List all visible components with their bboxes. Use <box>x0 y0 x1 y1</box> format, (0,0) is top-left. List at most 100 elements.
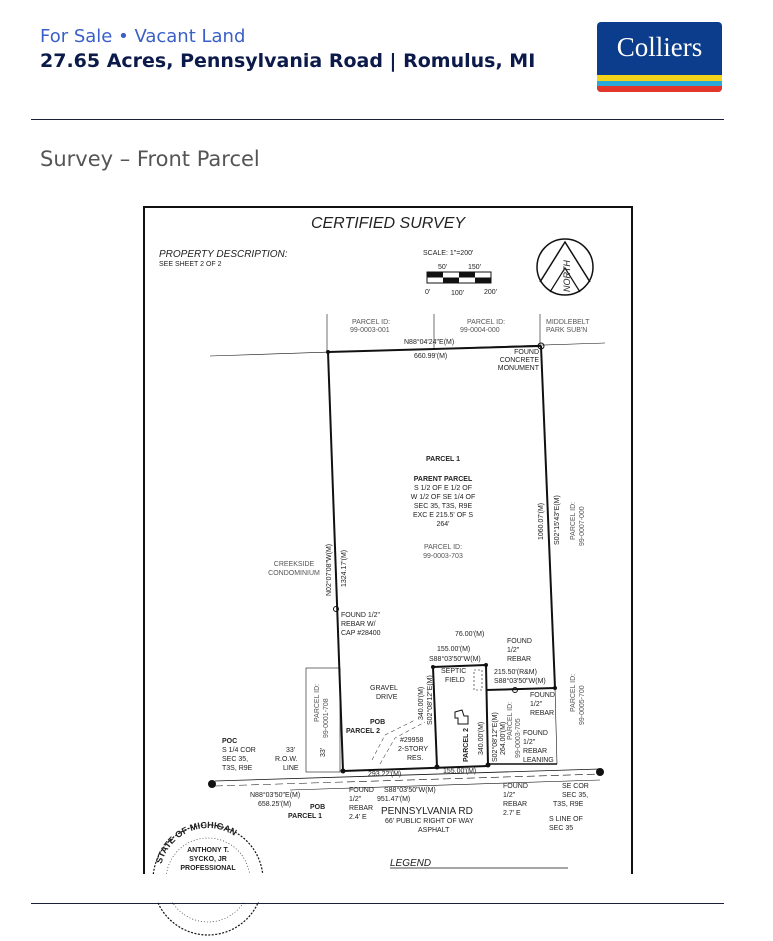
scale-tick: 150' <box>468 264 481 271</box>
survey-label: S02°08'12"E(M) <box>491 712 499 762</box>
survey-label: #29958 <box>400 737 423 744</box>
survey-label: 66' PUBLIC RIGHT OF WAY <box>385 818 474 825</box>
survey-label: FIELD <box>445 677 465 684</box>
survey-label: 340.00'(M) <box>418 687 425 720</box>
seal-text: PROFESSIONAL <box>180 865 236 872</box>
survey-label: PARCEL ID: <box>314 684 321 722</box>
survey-label: 660.99'(M) <box>414 353 447 360</box>
survey-title: CERTIFIED SURVEY <box>311 215 466 232</box>
survey-label: SEC 35, <box>562 792 588 799</box>
survey-label: 658.25'(M) <box>258 801 291 808</box>
survey-label: W 1/2 OF SE 1/4 OF <box>411 494 476 501</box>
survey-label: LEANING <box>523 757 554 764</box>
survey-label: PARCEL ID: <box>570 674 577 712</box>
survey-label: CAP #28400 <box>341 630 381 637</box>
survey-label: 1/2" <box>349 796 362 803</box>
see-sheet-note: SEE SHEET 2 OF 2 <box>159 261 222 268</box>
survey-label: REBAR W/ <box>341 621 376 628</box>
survey-label: S02°08'12"E(M) <box>426 675 434 725</box>
survey-label: 2.7' E <box>503 810 521 817</box>
survey-label: 99-0007-000 <box>579 506 586 546</box>
survey-label: SE COR <box>562 783 589 790</box>
scale-tick: 200' <box>484 289 497 296</box>
survey-label: 264' <box>436 521 449 528</box>
survey-label: RES. <box>407 755 423 762</box>
survey-label: FOUND <box>523 730 548 737</box>
footer-divider <box>31 903 724 904</box>
survey-label: 1324.17'(M) <box>341 550 348 587</box>
survey-label: 99-0003-001 <box>350 327 390 334</box>
scale-tick: 50' <box>438 264 447 271</box>
logo-wordmark: Colliers <box>616 32 703 62</box>
survey-label: 340.00'(M) <box>478 722 485 755</box>
survey-label: S02°15'43"E(M) <box>553 495 561 545</box>
survey-label: FOUND <box>349 787 374 794</box>
survey-label: 155.00'(M) <box>443 768 476 775</box>
survey-label: PARCEL 1 <box>288 813 322 820</box>
survey-label: EXC E 215.5' OF S <box>413 512 473 519</box>
survey-label: 1/2" <box>523 739 536 746</box>
north-label: NORTH <box>562 260 572 292</box>
survey-label: POB <box>370 719 385 726</box>
survey-label: T3S, R9E <box>222 765 253 772</box>
scale-tick: 100' <box>451 290 464 297</box>
survey-label: ASPHALT <box>418 827 450 834</box>
survey-label: PARCEL ID: <box>507 702 514 740</box>
survey-label: POC <box>222 738 237 745</box>
survey-label: DRIVE <box>376 694 398 701</box>
survey-label: 33' <box>320 748 327 757</box>
survey-label: 1/2" <box>507 647 520 654</box>
survey-label: MIDDLEBELT <box>546 319 590 326</box>
logo-stripe-cyan <box>597 81 722 86</box>
survey-label: PARCEL 2 <box>346 728 380 735</box>
survey-label: PARENT PARCEL <box>414 476 473 483</box>
survey-label: 99-0003-705 <box>515 718 522 758</box>
scale-tick: 0' <box>425 289 430 296</box>
survey-label: POB <box>310 804 325 811</box>
survey-label: 1060.07'(M) <box>538 503 545 540</box>
survey-label: FOUND <box>507 638 532 645</box>
survey-label: MONUMENT <box>498 365 540 372</box>
survey-label: PARK SUB'N <box>546 327 587 334</box>
survey-frame <box>143 206 633 888</box>
survey-label: REBAR <box>349 805 373 812</box>
survey-label: 951.47'(M) <box>377 796 410 803</box>
survey-label: N88°03'50"E(M) <box>250 791 300 799</box>
survey-label: PARCEL ID: <box>424 544 462 551</box>
survey-label: PARCEL 1 <box>426 456 460 463</box>
survey-label: CONCRETE <box>500 357 540 364</box>
survey-label: 264.00'(M) <box>500 722 507 755</box>
header-divider <box>31 119 724 120</box>
survey-label: S88°03'50"W(M) <box>429 655 481 663</box>
survey-labels: PARCEL ID: 99-0003-001 PARCEL ID: 99-000… <box>222 319 590 869</box>
north-arrow-icon: NORTH <box>536 238 594 296</box>
survey-label: 2.4' E <box>349 814 367 821</box>
survey-label: FOUND 1/2" <box>341 612 381 619</box>
survey-label: 293.22'(M) <box>368 771 401 778</box>
survey-monuments <box>208 342 604 788</box>
survey-label: CREEKSIDE <box>274 561 315 568</box>
survey-label: SEC 35, <box>222 756 248 763</box>
survey-label: S 1/4 COR <box>222 747 256 754</box>
survey-label: S88°03'50"W(M) <box>494 677 546 685</box>
property-description-heading: PROPERTY DESCRIPTION: <box>159 249 288 260</box>
survey-label: CONDOMINIUM <box>268 570 320 577</box>
survey-label: REBAR <box>530 710 554 717</box>
seal-text: SYCKO, JR <box>189 856 227 863</box>
survey-label: FOUND <box>514 349 539 356</box>
logo-stripe-red <box>597 86 722 92</box>
survey-label: N02°07'08"W(M) <box>325 544 333 596</box>
survey-label: PARCEL ID: <box>467 319 505 326</box>
listing-type: For Sale • Vacant Land <box>40 26 246 47</box>
survey-label: SEC 35, T3S, R9E <box>414 503 473 510</box>
survey-label: REBAR <box>503 801 527 808</box>
survey-label: 2-STORY <box>398 746 428 753</box>
survey-label: PARCEL ID: <box>352 319 390 326</box>
survey-label: SEPTIC <box>441 668 466 675</box>
survey-label: REBAR <box>507 656 531 663</box>
survey-label: PARCEL 2 <box>463 728 470 762</box>
survey-label: REBAR <box>523 748 547 755</box>
survey-label: GRAVEL <box>370 685 398 692</box>
colliers-logo: Colliers <box>597 22 722 92</box>
